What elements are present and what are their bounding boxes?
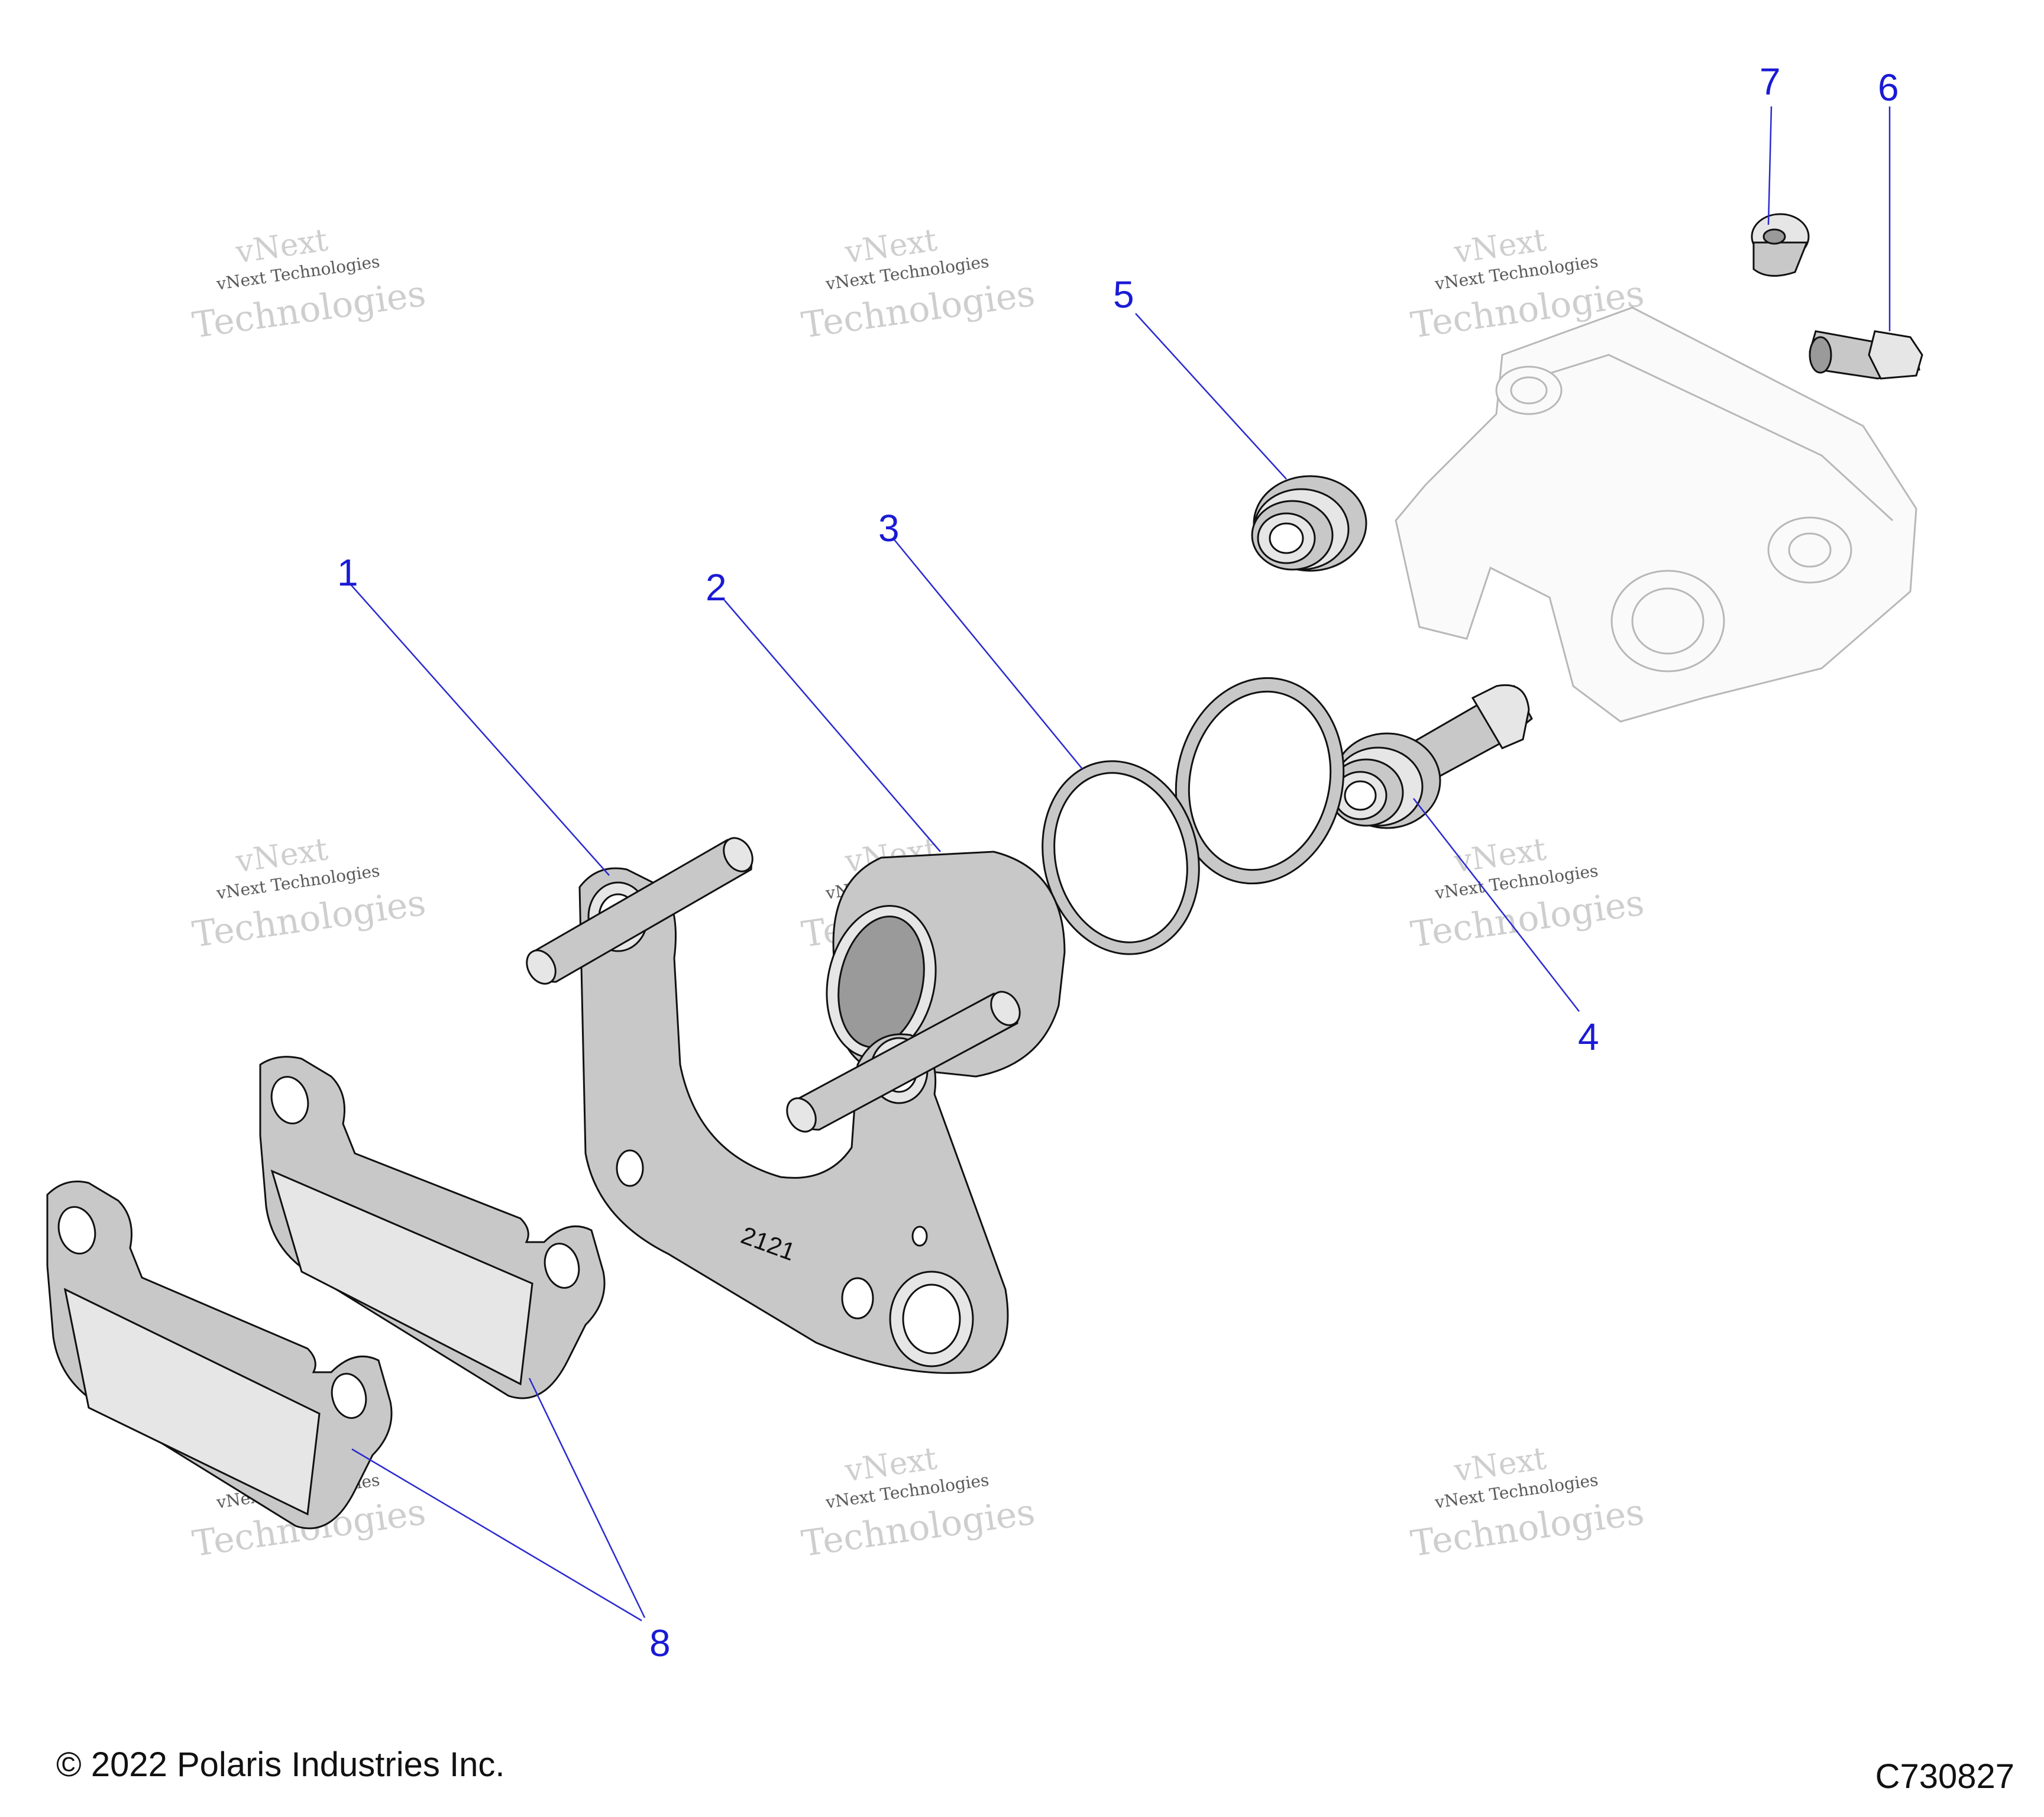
part-8-pad-front: [46, 1181, 393, 1530]
callout-2: 2: [706, 566, 727, 609]
leader-1: [348, 582, 610, 876]
part-6-bleeder-screw: [1809, 330, 1923, 380]
watermark: vNext vNext Technologies Technologies: [190, 832, 428, 956]
callout-8: 8: [649, 1622, 671, 1664]
leader-3: [892, 538, 1083, 770]
part-5-boot: [1251, 475, 1367, 572]
callout-3: 3: [878, 507, 900, 549]
watermark: vNext vNext Technologies Technologies: [1408, 832, 1647, 956]
part-8-pad-rear: [259, 1056, 606, 1399]
leader-7: [1767, 106, 1773, 225]
leader-5: [1135, 313, 1287, 480]
leader-8a: [351, 1448, 642, 1622]
watermark: vNext vNext Technologies Technologies: [799, 222, 1037, 347]
callout-5: 5: [1113, 273, 1134, 316]
callout-labels: 1 2 3 4 5 6 7 8: [337, 60, 1899, 1664]
leader-lines: [348, 106, 1891, 1622]
watermark: vNext vNext Technologies Technologies: [1408, 1441, 1647, 1565]
part-1-bracket: 2121: [526, 837, 1021, 1374]
watermark: vNext vNext Technologies Technologies: [799, 1441, 1037, 1565]
leader-4: [1413, 798, 1580, 1012]
callout-7: 7: [1760, 60, 1781, 103]
part-4-slide-pin: [1328, 684, 1533, 829]
part-3-ring: [1042, 760, 1200, 955]
diagram-code: C730827: [1875, 1757, 2014, 1796]
ring-large: [1175, 677, 1345, 885]
leader-8b: [528, 1378, 646, 1618]
watermark: vNext vNext Technologies Technologies: [190, 222, 428, 347]
callout-4: 4: [1578, 1016, 1599, 1058]
copyright-notice: © 2022 Polaris Industries Inc.: [56, 1745, 505, 1784]
leader-2: [724, 600, 941, 852]
part-7-bleeder-cap: [1751, 213, 1810, 277]
callout-1: 1: [337, 551, 358, 594]
callout-6: 6: [1878, 66, 1899, 109]
caliper-body-ghost: [1395, 306, 1917, 723]
